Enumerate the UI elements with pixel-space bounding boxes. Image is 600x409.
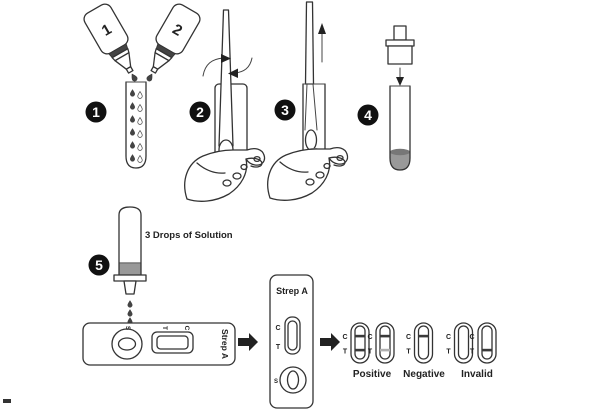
result-window <box>284 316 301 355</box>
step1-group: 1 1 2 <box>82 2 203 169</box>
sample-well <box>111 328 143 360</box>
c-line <box>355 334 365 338</box>
step-number: 1 <box>92 104 100 120</box>
step-badge-circle <box>88 254 110 276</box>
result-window-negative: C T <box>406 322 434 364</box>
positive-label: Positive <box>353 369 392 380</box>
result-window-invalid-2: C T <box>469 322 497 364</box>
test-line-label: T <box>446 349 451 356</box>
step-badge-circle <box>274 99 296 121</box>
step-badge-circle <box>189 101 211 123</box>
result-window-positive-2: C T <box>367 322 395 364</box>
step3-badge: 3 <box>274 99 296 121</box>
liquid <box>390 152 410 170</box>
crop-artifact-mark <box>3 399 11 403</box>
sample-well-label: S <box>124 326 130 330</box>
step-badge-circle <box>357 104 379 126</box>
t-line <box>380 348 390 352</box>
c-line <box>418 334 429 338</box>
result-window <box>151 331 194 354</box>
test-line-label: T <box>368 349 373 356</box>
test-line-label: T <box>276 344 281 351</box>
reagent-bottle-2: 2 <box>135 2 202 89</box>
swab-tip <box>304 129 318 151</box>
step-number: 4 <box>364 107 372 123</box>
liquid-surface <box>390 148 410 156</box>
step5-group: 5 3 Drops of Solution <box>88 206 233 325</box>
control-line-label: C <box>275 325 280 332</box>
test-line-label: T <box>161 326 168 330</box>
test-line-label: T <box>406 349 411 356</box>
control-line-label: C <box>183 326 190 331</box>
extraction-tube <box>125 81 147 169</box>
step4-badge: 4 <box>357 104 379 126</box>
drops-note: 3 Drops of Solution <box>145 230 233 241</box>
result-window-invalid-1: C T <box>446 322 474 364</box>
control-line-label: C <box>342 334 347 341</box>
flow-arrow-1 <box>238 333 258 351</box>
liquid-band <box>119 263 141 275</box>
test-line-label: T <box>470 349 475 356</box>
rotation-arrows-icon <box>202 54 253 78</box>
c-line <box>380 334 390 338</box>
bottle-shape <box>82 2 149 89</box>
step-number: 3 <box>281 102 289 118</box>
control-line-label: C <box>469 334 474 341</box>
swab-stick <box>218 9 234 147</box>
up-arrow-icon <box>318 23 326 63</box>
reagent-drops <box>129 89 143 163</box>
tube-with-solution <box>389 85 411 171</box>
negative-label: Negative <box>403 369 445 380</box>
hand-holding-tube <box>267 146 349 201</box>
step2-group: 2 <box>184 9 266 202</box>
cassette-name: Strep A <box>276 286 308 296</box>
control-line-label: C <box>367 334 372 341</box>
step4-group: 4 <box>357 25 415 171</box>
result-window-positive-1: C T <box>342 322 370 364</box>
test-cassette-flat: S T C Strep A <box>82 322 236 366</box>
invalid-label: Invalid <box>461 369 493 380</box>
falling-drops <box>127 300 133 325</box>
reagent-bottle-1: 1 <box>82 2 149 89</box>
step1-badge: 1 <box>85 101 107 123</box>
control-line-label: C <box>406 334 411 341</box>
step2-badge: 2 <box>189 101 211 123</box>
test-cassette-upright: Strep A C T S <box>269 274 314 409</box>
cassette-name: Strep A <box>220 329 230 359</box>
step5-badge: 5 <box>88 254 110 276</box>
step-number: 2 <box>196 104 204 120</box>
swab-stick <box>304 1 315 85</box>
down-arrow-icon <box>396 67 404 86</box>
test-line-label: T <box>343 349 348 356</box>
hand-holding-tube <box>184 147 266 202</box>
t-line <box>482 348 492 352</box>
dropper-cap <box>385 25 415 65</box>
step3-group: 3 <box>267 1 349 201</box>
results-section: C T C T Positive C T Negative C T <box>342 322 497 380</box>
sample-well <box>279 366 307 394</box>
step-badge-circle <box>85 101 107 123</box>
swab-removal <box>267 1 349 201</box>
inverted-dropper-tube <box>113 206 147 295</box>
bottle-shape <box>135 2 202 89</box>
t-line <box>355 348 365 352</box>
control-line-label: C <box>446 334 451 341</box>
swab-in-tube <box>184 9 266 202</box>
step-number: 5 <box>95 257 103 273</box>
flow-arrow-2 <box>320 333 340 351</box>
sample-well-label: S <box>274 379 278 385</box>
